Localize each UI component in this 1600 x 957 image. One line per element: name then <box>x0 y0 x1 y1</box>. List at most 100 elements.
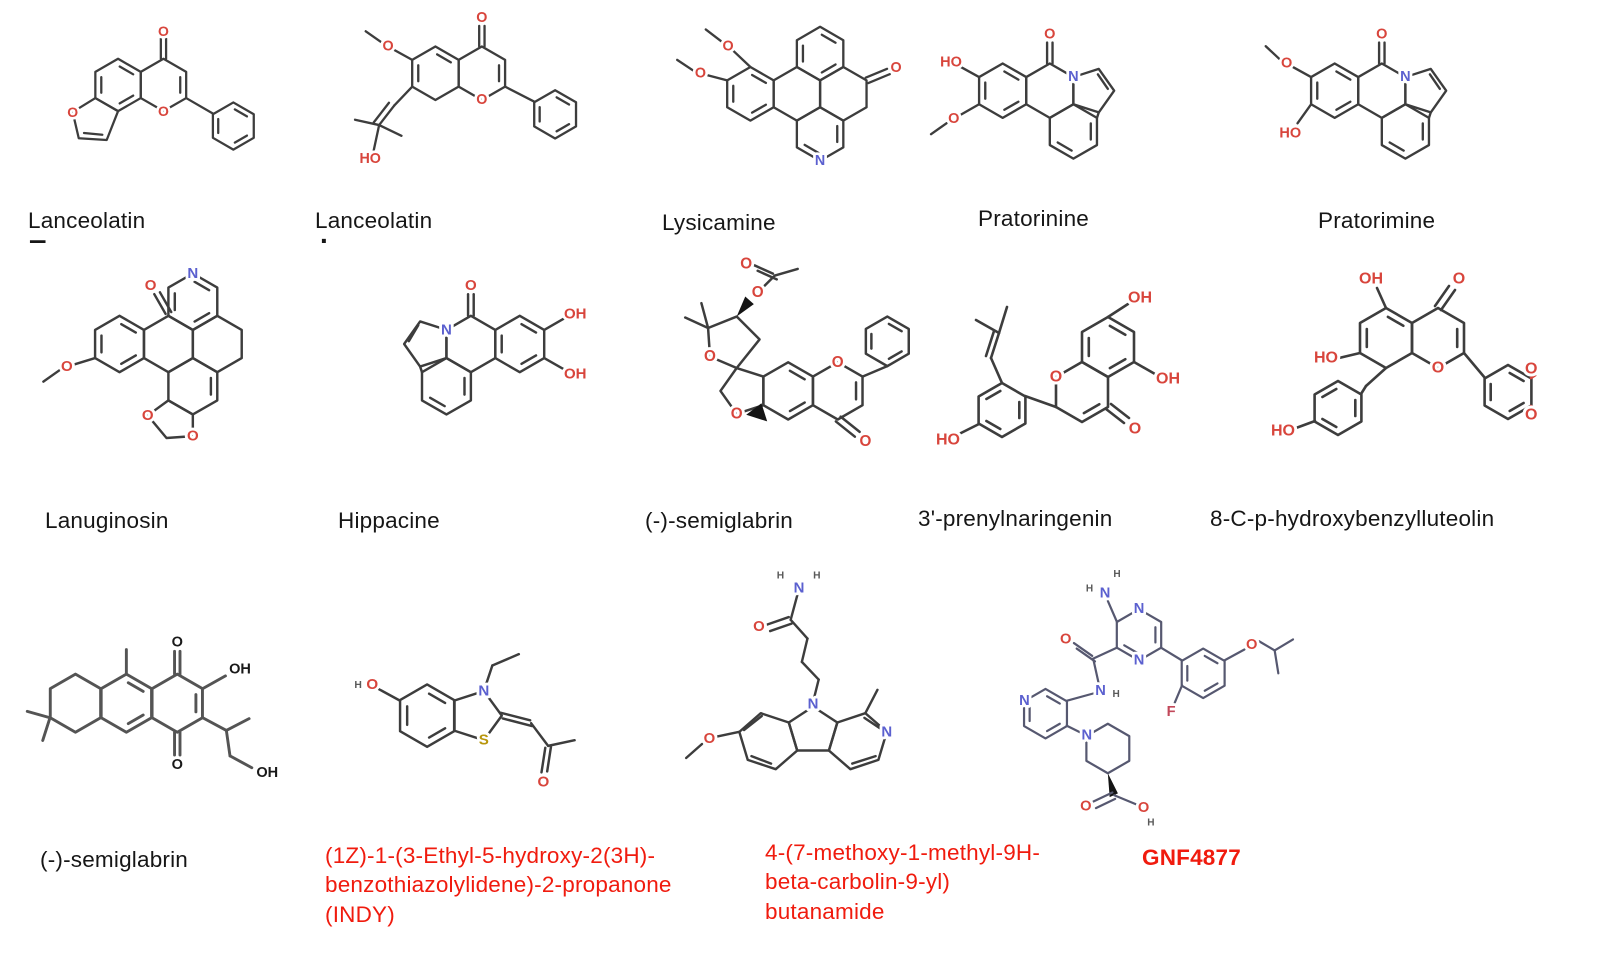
compound-card: H H N N N O N H N N F O O O H <box>985 556 1315 831</box>
compound-label: 8-C-p-hydroxybenzylluteolin <box>1210 506 1495 531</box>
compound-card: O O O O O O <box>628 246 914 465</box>
hydrogen-atom-label: H <box>1147 817 1154 828</box>
nitrogen-atom-label: N <box>815 153 825 169</box>
compound-label: Lanuginosin <box>45 508 169 533</box>
compound-card: O O O <box>15 2 277 194</box>
pyranone-ring <box>457 45 507 102</box>
nitrogen-atom-label: N <box>1100 586 1111 602</box>
hydroxyl-atom-label: HO <box>1279 125 1301 141</box>
hydrogen-atom-label: H <box>354 680 362 691</box>
bonds <box>683 263 910 438</box>
hydroxyl-atom-label: OH <box>1156 371 1180 388</box>
compound-card: O OH OH N <box>328 250 610 466</box>
structure-gnf4877: H H N N N O N H N N F O O O H <box>1016 567 1295 830</box>
double-bond-line <box>1508 401 1525 413</box>
double-bond-line <box>1203 654 1219 665</box>
fluorine-atom-label: F <box>1167 704 1176 720</box>
structure-lysicamine: O O O N <box>675 25 904 171</box>
structure-lanceolatin: O O O HO <box>353 7 578 170</box>
double-bond-line <box>1386 315 1405 328</box>
compound-label: (-)-semiglabrin <box>645 508 794 533</box>
double-bond-line <box>1335 100 1352 111</box>
oxygen-atom-label: O <box>538 773 550 790</box>
compound-card: O O O N <box>645 0 913 197</box>
oxygen-atom-label: O <box>1246 637 1257 653</box>
benzene-ring <box>738 711 799 771</box>
double-bond-line <box>1388 141 1405 152</box>
double-bond-line <box>193 280 211 292</box>
hydroxyl-atom-label: OH <box>1525 361 1538 378</box>
double-bond-line <box>1123 644 1139 654</box>
oxygen-atom-label: O <box>187 428 199 445</box>
nitrogen-atom-label: N <box>1134 601 1145 617</box>
double-bond-line <box>1108 357 1127 370</box>
piperidine-ring <box>1085 722 1131 775</box>
stereo-wedge <box>736 296 754 317</box>
nitrogen-atom-label: N <box>1068 69 1078 85</box>
oxygen-atom-label: O <box>890 60 901 76</box>
double-bond-line <box>233 134 249 144</box>
double-bond-line <box>1108 324 1127 337</box>
compound-label: GNF4877 <box>1142 845 1241 870</box>
double-bond-line <box>233 108 249 118</box>
double-bond-line <box>1508 371 1525 383</box>
compound-label: Lanceolatin <box>28 208 146 233</box>
sulfur-atom-label: S <box>479 732 489 749</box>
double-bond-line <box>555 123 571 133</box>
oxygen-atom-label: O <box>1138 800 1149 816</box>
hydroxyl-atom-label: HO <box>1271 423 1295 440</box>
double-bond-line <box>1045 695 1061 705</box>
structure-semiglabrin-2: O OH O OH <box>25 632 281 784</box>
oxygen-atom-label: O <box>740 256 752 273</box>
structure-semiglabrin: O O O O O O <box>683 253 910 453</box>
bonds <box>957 302 1157 439</box>
double-bond-line <box>435 53 453 64</box>
bonds <box>377 652 576 774</box>
oxygen-atom-label: O <box>476 92 487 108</box>
compound-label: (-)-semiglabrin <box>40 847 189 872</box>
pyranone-ring <box>1410 306 1466 370</box>
stereo-wedge <box>746 403 768 422</box>
compound-card: O O O O N <box>18 250 300 466</box>
double-bond-line <box>427 692 447 705</box>
oxygen-atom-label: O <box>465 277 477 294</box>
ketone-ring <box>818 65 868 122</box>
oxygen-atom-label: O <box>172 757 183 773</box>
pyranone-ring <box>139 57 188 113</box>
compound-label: (1Z)-1-(3-Ethyl-5-hydroxy-2(3H)- benzoth… <box>325 843 672 927</box>
nitrogen-atom-label: N <box>794 580 805 597</box>
hydrogen-atom-label: H <box>1086 584 1093 595</box>
double-bond-line <box>120 354 138 366</box>
oxygen-atom-label: O <box>1453 271 1465 288</box>
dioxolane-ring <box>706 315 761 370</box>
double-bond-line <box>555 96 571 106</box>
compound-label: Hippacine <box>338 508 440 533</box>
pyrrole-ring <box>1072 67 1116 114</box>
nitrogen-atom-label: N <box>1095 683 1106 699</box>
double-bond-line <box>820 33 837 44</box>
oxygen-atom-label: O <box>832 354 844 371</box>
oxygen-atom-label: O <box>704 730 716 747</box>
oxygen-atom-label: O <box>145 277 157 294</box>
oxygen-atom-label: O <box>704 348 716 365</box>
double-bond-line <box>1082 402 1101 415</box>
nitrogen-atom-label: N <box>441 321 452 338</box>
double-bond-line <box>1203 682 1219 692</box>
double-bond-line <box>1003 70 1020 81</box>
hydroxyl-atom-label: HO <box>936 432 960 449</box>
double-bond-line <box>788 401 806 413</box>
nitrogen-atom-label: N <box>478 683 489 700</box>
structure-prenylnaringenin: OH OH O O HO <box>933 287 1183 452</box>
double-bond-line <box>520 354 538 366</box>
oxygen-atom-label: O <box>859 433 871 450</box>
compound-card: O OH O OH <box>10 585 310 812</box>
oxygen-atom-label: O <box>366 676 378 693</box>
furan-ring <box>71 96 120 142</box>
structure-pratorinine: O HO O N <box>929 24 1116 160</box>
double-bond-line <box>1321 387 1338 399</box>
oxygen-atom-label: O <box>1060 631 1071 647</box>
pyranone-ring <box>1054 360 1110 424</box>
hydroxyl-atom-label: OH <box>1359 271 1383 288</box>
compound-label: 3'-prenylnaringenin <box>918 506 1113 531</box>
double-bond-line <box>1003 100 1020 111</box>
